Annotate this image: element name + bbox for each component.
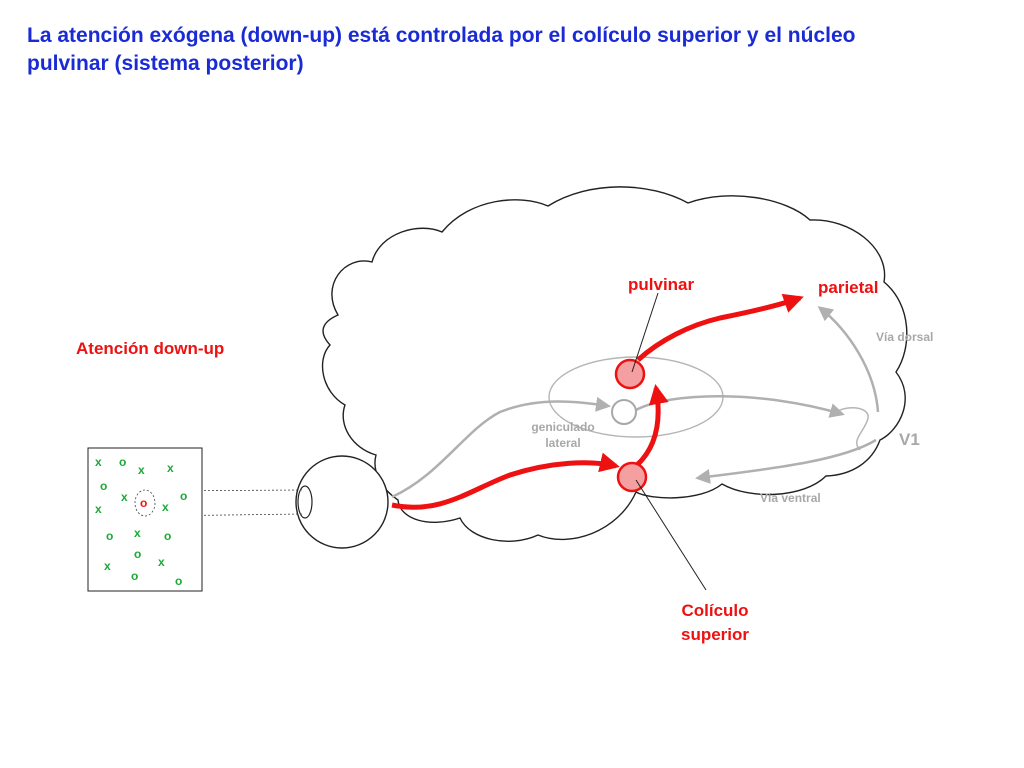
stimulus-item: o xyxy=(131,569,138,583)
stimulus-target: o xyxy=(140,496,147,510)
attention-label: Atención down-up xyxy=(76,339,224,358)
stimulus-item: o xyxy=(180,489,187,503)
parietal-label: parietal xyxy=(818,278,878,297)
pulvinar-to-parietal-pathway xyxy=(636,293,804,362)
colliculus-leader-line xyxy=(635,479,707,591)
v1-label: V1 xyxy=(899,430,920,449)
geniculate-label-line2: lateral xyxy=(545,436,580,450)
stimulus-item: o xyxy=(175,574,182,588)
stimulus-item: o xyxy=(164,529,171,543)
dorsal-pathway-arrow xyxy=(817,306,880,413)
stimulus-distractors: x o x x o x o x x o x o o x x o o xyxy=(95,455,187,588)
stimulus-item: x xyxy=(158,555,165,569)
pulvinar-node xyxy=(614,358,646,390)
stimulus-item: x xyxy=(138,463,145,477)
ventral-pathway-arrow xyxy=(695,438,877,484)
pulvinar-label: pulvinar xyxy=(628,275,695,294)
stimulus-item: x xyxy=(162,500,169,514)
stimulus-item: o xyxy=(100,479,107,493)
pulvinar-leader-line xyxy=(631,292,659,373)
retino-collicular-pathway xyxy=(391,452,620,510)
stimulus-item: x xyxy=(167,461,174,475)
colliculus-label-line1: Colículo xyxy=(681,601,748,620)
geniculate-label-line1: geniculado xyxy=(531,420,594,434)
via-ventral-label: Vía ventral xyxy=(760,491,821,505)
via-dorsal-label: Vía dorsal xyxy=(876,330,933,344)
stimulus-item: o xyxy=(119,455,126,469)
stimulus-box xyxy=(87,447,203,592)
stimulus-item: x xyxy=(95,502,102,516)
stimulus-item: x xyxy=(121,490,128,504)
title-line-1: La atención exógena (down-up) está contr… xyxy=(27,24,856,47)
geniculate-node xyxy=(611,399,637,425)
eye-lens xyxy=(297,485,313,519)
colliculus-node xyxy=(616,461,648,493)
colliculus-to-pulvinar-pathway xyxy=(634,384,669,468)
page-title: La atención exógena (down-up) está contr… xyxy=(27,22,987,78)
v1-loop xyxy=(835,406,869,451)
pathway-geniculate-to-v1 xyxy=(635,395,845,418)
pathway-eye-to-geniculate xyxy=(391,396,611,499)
eye xyxy=(295,455,389,549)
stimulus-item: o xyxy=(106,529,113,543)
stimulus-item: o xyxy=(134,547,141,561)
title-line-2: pulvinar (sistema posterior) xyxy=(27,52,304,75)
stimulus-item: x xyxy=(134,526,141,540)
colliculus-label-line2: superior xyxy=(681,625,749,644)
stimulus-item: x xyxy=(104,559,111,573)
stimulus-item: x xyxy=(95,455,102,469)
target-highlight xyxy=(134,489,156,517)
